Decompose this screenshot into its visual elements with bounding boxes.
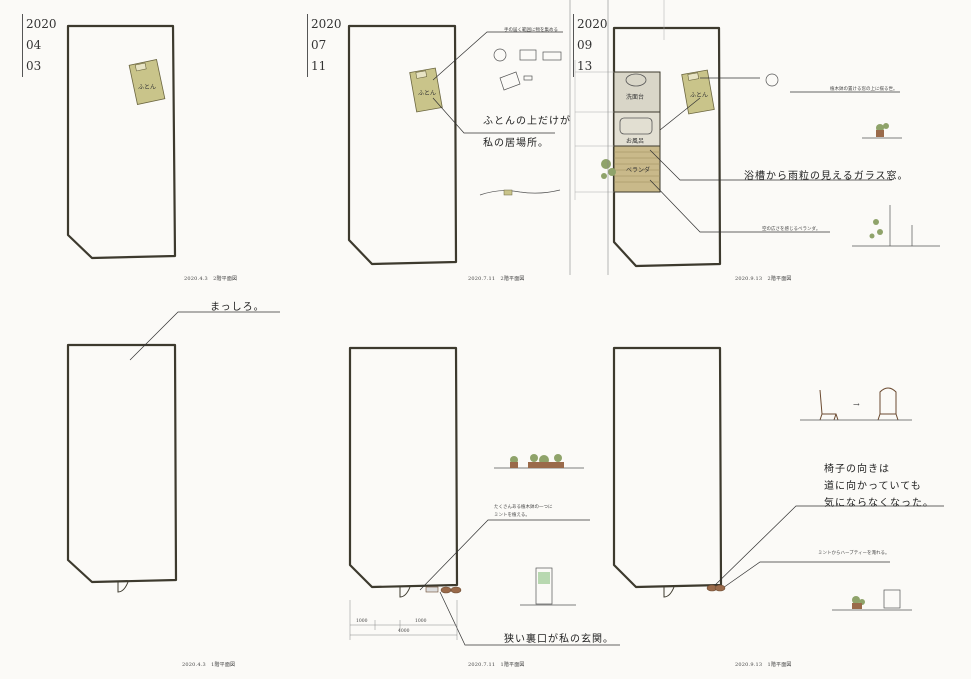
- p2-leader-big: [432, 97, 555, 134]
- p1-date: 2020 04 03: [22, 14, 57, 77]
- p3-day: 13: [577, 59, 593, 73]
- p3-year: 2020: [577, 17, 608, 31]
- p2-books-icon: [519, 49, 537, 61]
- p4-caption: 2020.4.3 1階平面図: [182, 662, 236, 668]
- p2-note-big-1: ふとんの上だけが: [483, 116, 571, 127]
- p4-leader: [129, 311, 280, 361]
- p1-month: 04: [26, 38, 42, 52]
- p5-door-swing: [399, 586, 411, 598]
- p2-leader-small: [432, 31, 563, 81]
- p1-wall-outline: [66, 24, 177, 260]
- p2-day: 11: [311, 59, 327, 73]
- p2-caption: 2020.7.11 2階平面図: [468, 276, 525, 282]
- p6-caption: 2020.9.13 1階平面図: [735, 662, 792, 668]
- p6-pot-2: [714, 584, 726, 592]
- p4-note-big: まっしろ。: [210, 302, 265, 313]
- p6-leader-big: [709, 505, 944, 591]
- p3-futon-label: ふとん: [690, 92, 709, 99]
- p5-door-icon: [535, 567, 553, 605]
- p5-note-small-2: ミントを植える。: [494, 513, 530, 518]
- p1-year: 2020: [26, 17, 57, 31]
- p3-washroom: [613, 71, 661, 113]
- p2-note-small: 手の届く範囲に物を集める: [504, 28, 558, 33]
- p3-date: 2020 09 13: [573, 14, 608, 77]
- p2-date: 2020 07 11: [307, 14, 342, 77]
- p3-note-window-sill: 植木鉢の置ける窓の上に揃る世。: [830, 87, 898, 92]
- p6-wall-outline: [612, 346, 723, 589]
- p2-futon-label: ふとん: [418, 90, 437, 97]
- p3-room-veranda: ベランダ: [626, 167, 651, 174]
- p6-note-big-1: 椅子の向きは: [824, 464, 890, 475]
- p3-leader-window: [659, 97, 701, 131]
- p3-note-window: 浴槽から雨粒の見えるガラス窓。: [744, 171, 909, 182]
- p3-room-wash: 洗面台: [626, 94, 645, 101]
- p6-note-small: ミントからハーブティーを淹れる。: [818, 551, 890, 556]
- p6-note-big-3: 気にならなくなった。: [824, 498, 934, 509]
- p6-arrow: →: [853, 400, 860, 409]
- p4-wall-outline: [66, 343, 178, 584]
- p3-note-veranda: 空の広さを感じるベランダ。: [762, 227, 821, 232]
- p2-clock-icon: [493, 48, 507, 62]
- p2-wall-outline: [347, 24, 458, 266]
- p2-laptop-icon: [499, 71, 521, 91]
- p5-dim-2: 1000: [415, 619, 427, 624]
- p5-note-small-1: たくさんある植木鉢の一つに: [494, 505, 553, 510]
- p3-leader-veranda: [649, 179, 830, 233]
- p2-note-big-2: 私の居場所。: [483, 138, 549, 149]
- p3-room-bath: お風呂: [626, 138, 645, 145]
- p5-dim-1: 1000: [356, 619, 368, 624]
- p5-note-big: 狭い裏口が私の玄関。: [504, 634, 614, 645]
- p2-year: 2020: [311, 17, 342, 31]
- p5-leader-big: [439, 591, 620, 646]
- p6-chair-side-icon: [819, 389, 839, 421]
- p6-note-big-2: 道に向かっていても: [824, 481, 922, 492]
- p5-caption: 2020.7.11 1階平面図: [468, 662, 525, 668]
- p3-month: 09: [577, 38, 593, 52]
- p5-leader-small: [419, 519, 590, 591]
- p2-month: 07: [311, 38, 327, 52]
- p6-door-swing: [663, 586, 675, 598]
- p5-pot-1: [440, 586, 452, 594]
- p3-futon: [681, 69, 715, 115]
- p3-plant-pot-icon: [765, 73, 779, 87]
- p5-dim-total: 4000: [398, 629, 410, 634]
- p5-wall-outline: [348, 346, 459, 589]
- p6-leader-small: [719, 561, 890, 591]
- p1-day: 03: [26, 59, 42, 73]
- p1-futon-label: ふとん: [138, 84, 157, 91]
- p6-tea-icon: [883, 589, 901, 609]
- p4-door-swing: [117, 581, 129, 593]
- p3-leader-window2: [649, 149, 892, 181]
- p6-chair-front-icon: [877, 387, 899, 421]
- p1-caption: 2020.4.3 2階平面図: [184, 276, 238, 282]
- p3-wall-outline: [612, 26, 722, 268]
- p5-pot-2: [450, 586, 462, 594]
- p3-caption: 2020.9.13 2階平面図: [735, 276, 792, 282]
